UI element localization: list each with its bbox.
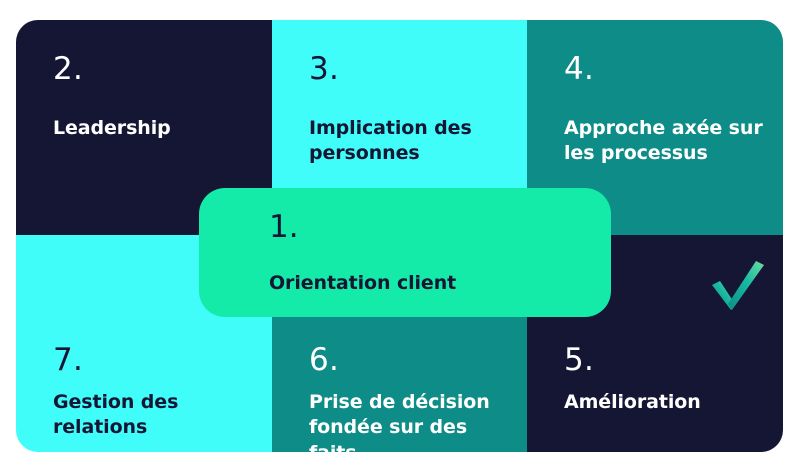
principle-label: Approche axée sur les processus — [564, 117, 763, 165]
principle-cell-2[interactable]: 2. Leadership — [16, 20, 272, 235]
principle-card-center[interactable]: 1. Orientation client — [199, 188, 611, 317]
principle-label: Prise de décision fondée sur des faits — [309, 391, 490, 452]
principle-number: 2. — [53, 51, 84, 87]
principle-label: Leadership — [53, 117, 171, 139]
principle-label: Amélioration — [564, 391, 701, 413]
principle-number: 3. — [309, 51, 340, 87]
checkmark-logo — [708, 258, 770, 320]
center-principle-label: Orientation client — [269, 272, 457, 294]
principle-number: 5. — [564, 342, 595, 378]
principle-number: 4. — [564, 51, 595, 87]
principle-label: Implication des personnes — [309, 117, 472, 165]
principle-label: Gestion des relations — [53, 391, 179, 439]
principle-number: 6. — [309, 342, 340, 378]
principle-number: 7. — [53, 342, 84, 378]
center-principle-number: 1. — [269, 209, 299, 245]
